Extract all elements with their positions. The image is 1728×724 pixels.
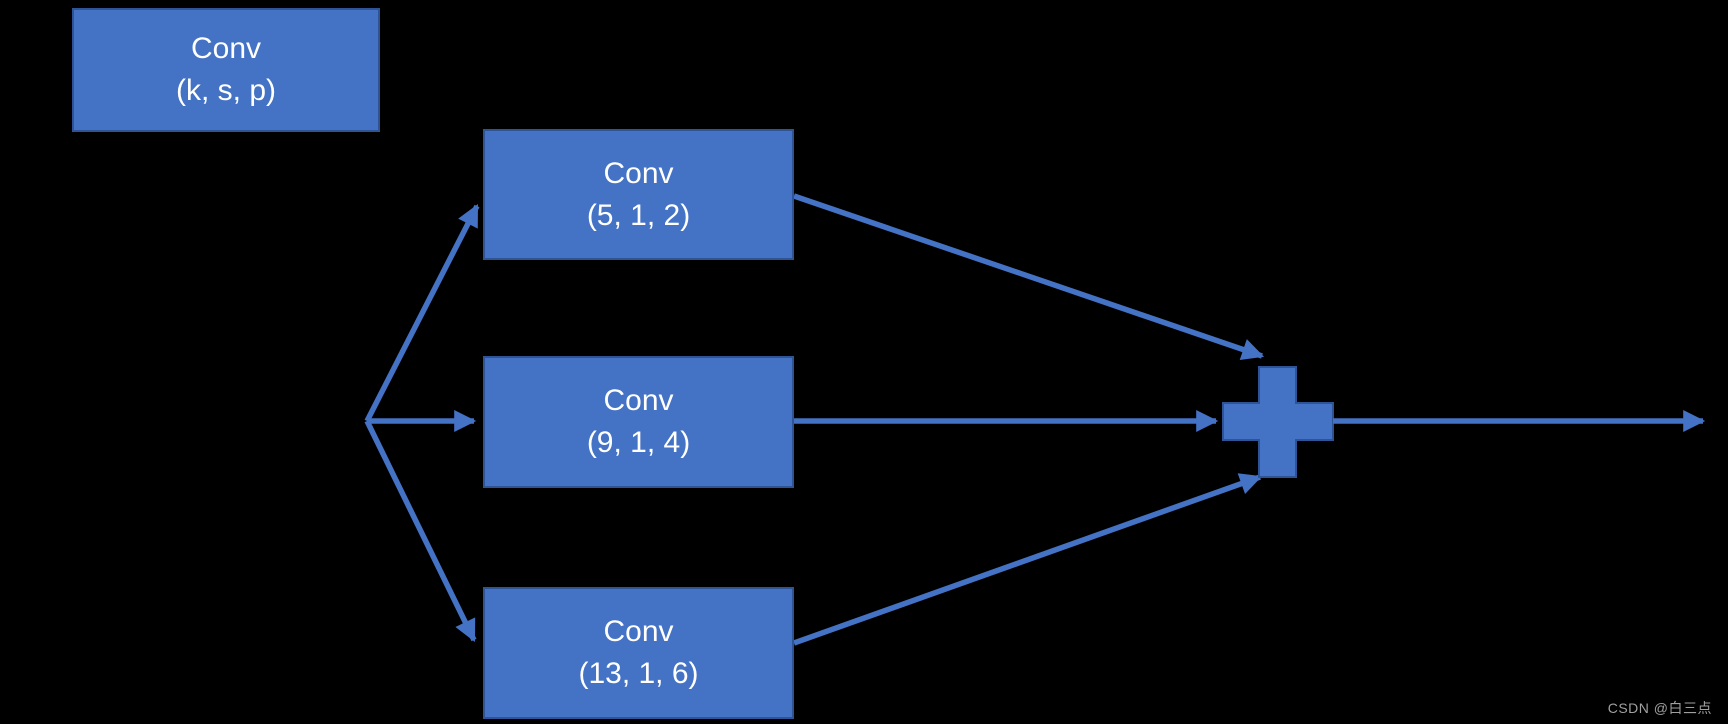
conv-node-13-1-6: Conv (13, 1, 6) [483, 587, 794, 719]
legend-node-params: (k, s, p) [175, 74, 276, 107]
conv-node-params: (13, 1, 6) [578, 657, 699, 690]
conv-node-9-1-4: Conv (9, 1, 4) [483, 356, 794, 488]
conv-node-params: (5, 1, 2) [586, 198, 691, 232]
conv-node-params: (9, 1, 4) [586, 426, 691, 459]
conv-node-title: Conv [603, 156, 674, 190]
legend-node-conv-ksp: Conv (k, s, p) [72, 8, 380, 132]
branch-arrow-top [364, 204, 480, 423]
merge-arrow-bottom [793, 473, 1263, 646]
legend-node-title: Conv [190, 32, 262, 65]
conv-node-title: Conv [603, 615, 674, 648]
conv-node-5-1-2: Conv (5, 1, 2) [483, 129, 794, 260]
conv-node-title: Conv [603, 384, 674, 417]
plus-junction-icon [1222, 366, 1334, 478]
branch-arrow-bottom [364, 419, 477, 642]
watermark: CSDN @白三点 [1607, 700, 1712, 716]
merge-arrow-top [793, 193, 1265, 361]
